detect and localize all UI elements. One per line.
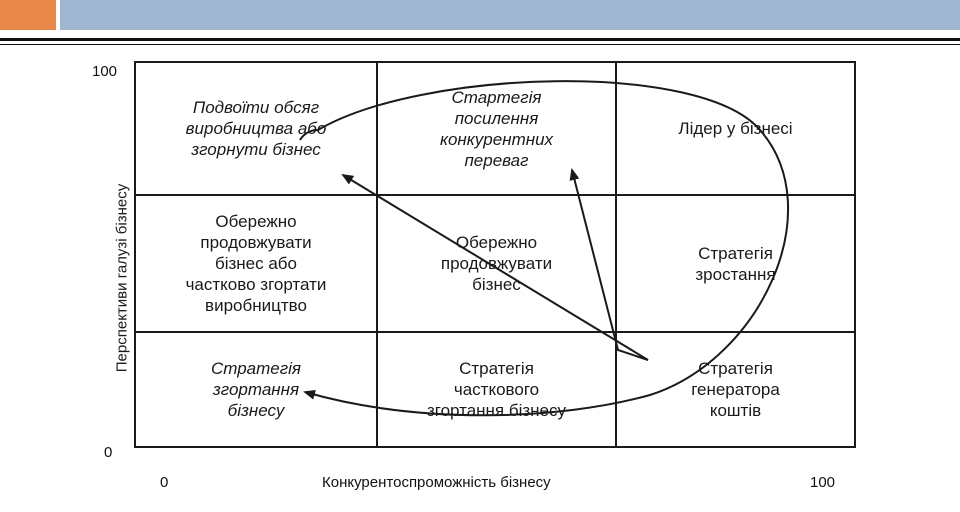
x-axis-min-label: 0: [160, 474, 169, 491]
y-axis-min-label: 0: [104, 444, 113, 461]
y-axis-title: Перспективи галузі бізнесу: [113, 183, 131, 373]
header-accent-block: [0, 0, 56, 30]
matrix-frame: [134, 61, 856, 448]
cell-growth-strategy: Стратегія зростання: [695, 243, 776, 284]
cell-wind-down-strategy: Стратегія згортання бізнесу: [210, 359, 301, 420]
cell-cautious-continue: Обережно продовжувати бізнес: [440, 233, 553, 294]
cell-competitive-advantage-strategy: Стартегія посилення конкурентних переваг: [439, 87, 554, 170]
cell-cash-generator-strategy: Стратегія генератора коштів: [691, 359, 780, 420]
header-rule-thick: [0, 38, 960, 41]
strategy-cycle-start: [299, 129, 319, 141]
x-axis-max-label: 100: [810, 474, 836, 491]
cell-partial-wind-down-strategy: Стратегія часткового згортання бізнесу: [426, 359, 567, 420]
header-rule-thin: [0, 44, 960, 45]
y-axis-max-label: 100: [92, 63, 118, 80]
arrow-to-top-center: [569, 168, 649, 361]
arrow-to-top-left: [341, 173, 649, 361]
header-bar: [60, 0, 960, 30]
cell-business-leader: Лідер у бізнесі: [678, 119, 793, 138]
x-axis-title: Конкурентоспроможність бізнесу: [322, 474, 551, 491]
cell-double-output-or-exit: Подвоїти обсяг виробництва або згорнути …: [185, 98, 327, 159]
strategy-cycle-arrow: [303, 80, 789, 417]
cell-cautious-continue-or-partial-exit: Обережно продовжувати бізнес або частков…: [185, 212, 327, 315]
